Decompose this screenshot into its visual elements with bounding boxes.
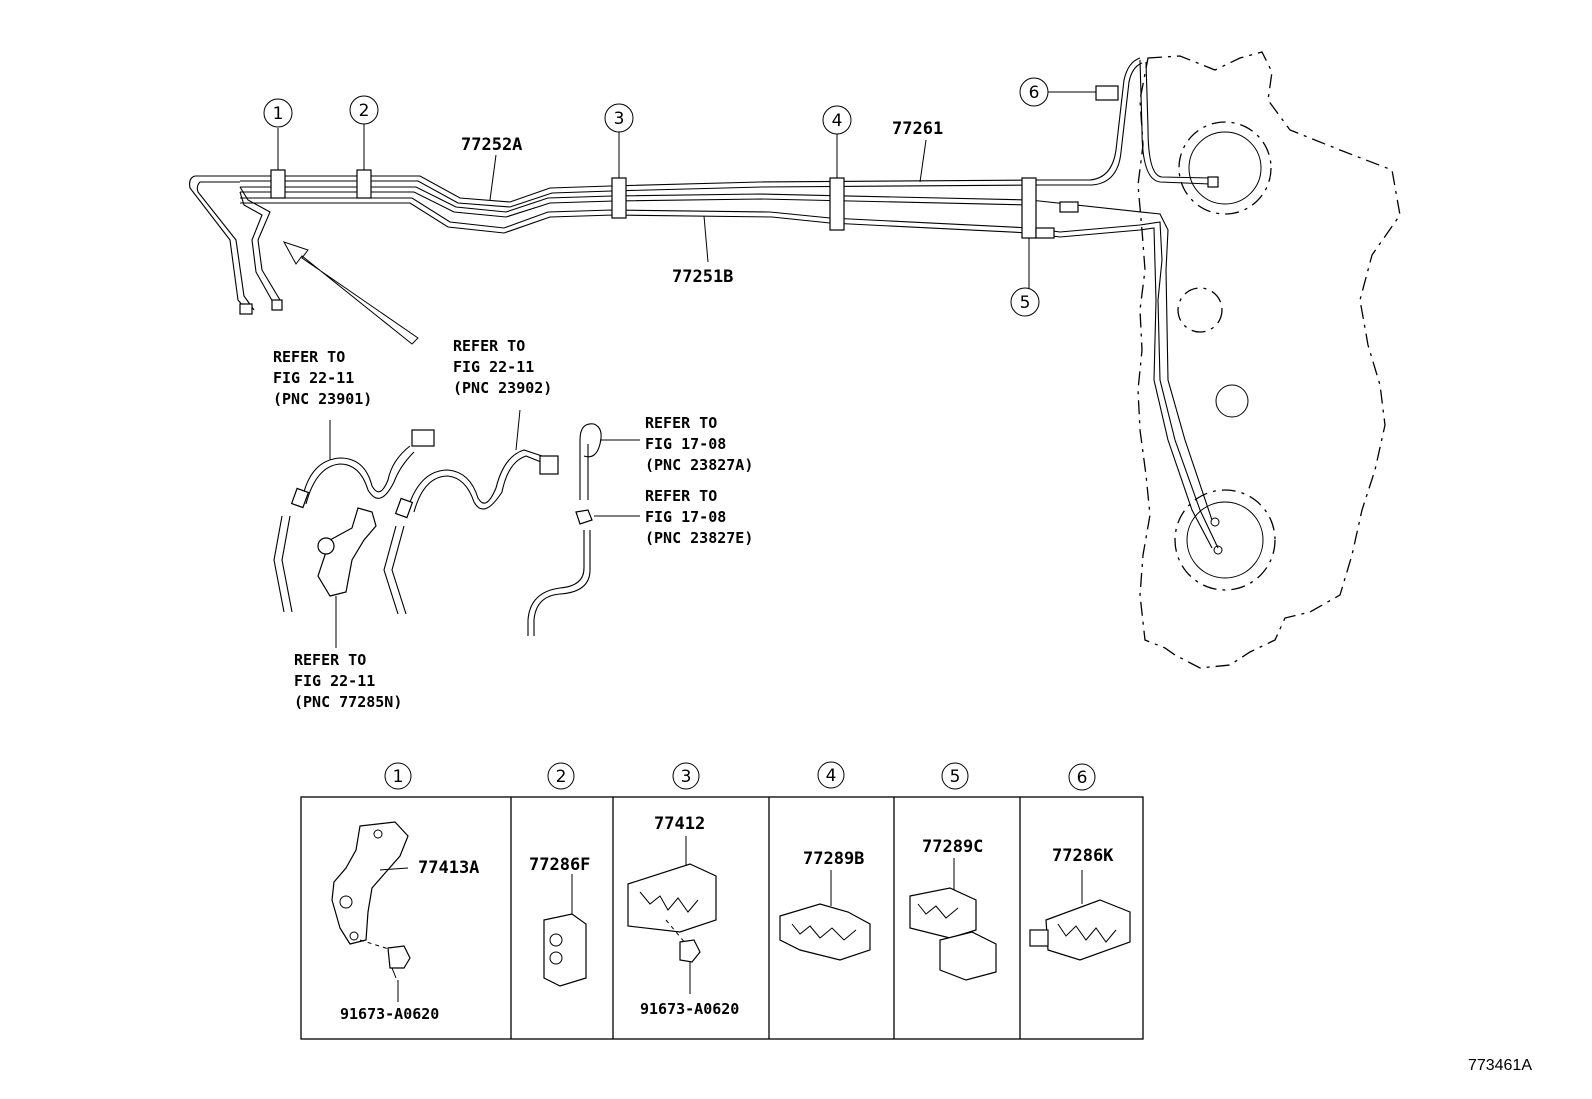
svg-text:REFER TO: REFER TO bbox=[294, 651, 366, 669]
part-label-77413A: 77413A bbox=[418, 858, 479, 878]
fuel-pipe-77251B bbox=[240, 197, 1219, 549]
svg-text:FIG 17-08: FIG 17-08 bbox=[645, 435, 726, 453]
box-callout-6: 6 bbox=[1068, 763, 1096, 791]
svg-text:FIG 22-11: FIG 22-11 bbox=[273, 369, 354, 387]
refer-note-23902: REFER TO FIG 22-11 (PNC 23902) bbox=[453, 337, 552, 397]
clamp-77286F-drawing bbox=[543, 874, 587, 987]
clamp-77286K-drawing bbox=[1029, 870, 1131, 961]
part-label-77289C: 77289C bbox=[922, 837, 983, 857]
svg-text:6: 6 bbox=[1077, 768, 1088, 788]
svg-text:REFER TO: REFER TO bbox=[453, 337, 525, 355]
refer-note-23827E: REFER TO FIG 17-08 (PNC 23827E) bbox=[645, 487, 753, 547]
svg-text:FIG 17-08: FIG 17-08 bbox=[645, 508, 726, 526]
part-label-77261: 77261 bbox=[892, 119, 943, 139]
svg-text:3: 3 bbox=[614, 109, 625, 129]
svg-text:(PNC 23827A): (PNC 23827A) bbox=[645, 456, 753, 474]
bolt-label-box3: 91673-A0620 bbox=[640, 1000, 739, 1018]
svg-text:4: 4 bbox=[826, 766, 837, 786]
refer-note-23827A: REFER TO FIG 17-08 (PNC 23827A) bbox=[645, 414, 753, 474]
svg-text:4: 4 bbox=[832, 111, 843, 131]
box-callout-2: 2 bbox=[547, 762, 575, 790]
part-label-77289B: 77289B bbox=[803, 849, 864, 869]
callout-5: 5 bbox=[1010, 287, 1040, 317]
svg-text:REFER TO: REFER TO bbox=[645, 414, 717, 432]
svg-text:1: 1 bbox=[273, 104, 284, 124]
box-callout-4: 4 bbox=[817, 761, 845, 789]
direction-arrow bbox=[282, 241, 419, 345]
svg-text:FIG 22-11: FIG 22-11 bbox=[294, 672, 375, 690]
clamp-markers bbox=[270, 85, 1119, 239]
svg-text:3: 3 bbox=[681, 767, 692, 787]
svg-text:2: 2 bbox=[556, 767, 567, 787]
figure-id: 773461A bbox=[1468, 1057, 1532, 1074]
part-label-77252A: 77252A bbox=[461, 135, 522, 155]
box-callout-3: 3 bbox=[672, 762, 700, 790]
clamp-77289C-drawing bbox=[909, 858, 997, 981]
callout-2: 2 bbox=[349, 95, 379, 125]
callout-4: 4 bbox=[822, 105, 852, 135]
svg-text:2: 2 bbox=[359, 101, 370, 121]
svg-text:REFER TO: REFER TO bbox=[645, 487, 717, 505]
part-label-77412: 77412 bbox=[654, 814, 705, 834]
bolt-label-box1: 91673-A0620 bbox=[340, 1005, 439, 1023]
detail-table bbox=[300, 796, 1144, 1040]
svg-text:(PNC 23901): (PNC 23901) bbox=[273, 390, 372, 408]
tank-inlet-tube bbox=[1139, 59, 1223, 555]
svg-text:REFER TO: REFER TO bbox=[273, 348, 345, 366]
part-label-77286F: 77286F bbox=[529, 855, 590, 875]
box-callout-1: 1 bbox=[384, 762, 412, 790]
svg-text:FIG 22-11: FIG 22-11 bbox=[453, 358, 534, 376]
clamp-77412-drawing bbox=[627, 836, 717, 994]
fuel-tank-outline bbox=[1137, 51, 1401, 669]
svg-text:(PNC 23902): (PNC 23902) bbox=[453, 379, 552, 397]
clamp-77289B-drawing bbox=[779, 870, 871, 961]
part-label-77251B: 77251B bbox=[672, 267, 733, 287]
svg-text:5: 5 bbox=[1020, 293, 1031, 313]
fuel-hose-assemblies bbox=[273, 409, 640, 648]
left-pipe-bends bbox=[189, 175, 283, 315]
part-label-77286K: 77286K bbox=[1052, 846, 1114, 866]
refer-note-77285N: REFER TO FIG 22-11 (PNC 77285N) bbox=[294, 651, 402, 711]
svg-text:5: 5 bbox=[950, 767, 961, 787]
callout-6: 6 bbox=[1019, 77, 1049, 107]
fuel-pipe-77252A bbox=[240, 57, 1143, 208]
svg-text:6: 6 bbox=[1029, 83, 1040, 103]
bracket-77413A-drawing bbox=[331, 821, 411, 1002]
refer-note-23901: REFER TO FIG 22-11 (PNC 23901) bbox=[273, 348, 372, 408]
box-callout-5: 5 bbox=[941, 762, 969, 790]
callout-1: 1 bbox=[263, 98, 293, 128]
callout-3: 3 bbox=[604, 103, 634, 133]
svg-text:(PNC 23827E): (PNC 23827E) bbox=[645, 529, 753, 547]
leader-lines bbox=[277, 91, 1096, 288]
svg-text:1: 1 bbox=[393, 767, 404, 787]
svg-text:(PNC 77285N): (PNC 77285N) bbox=[294, 693, 402, 711]
